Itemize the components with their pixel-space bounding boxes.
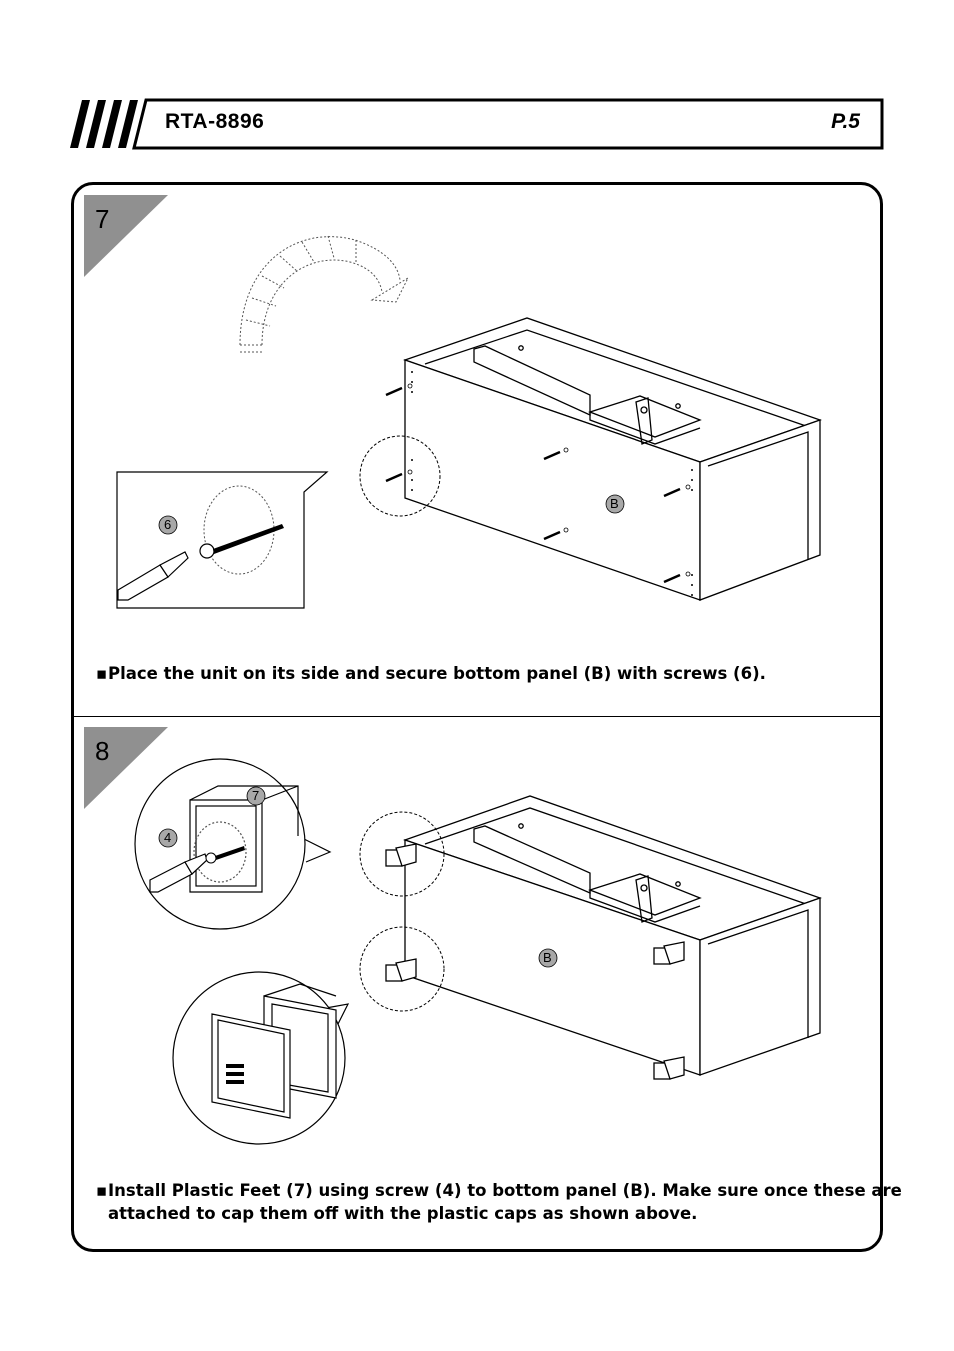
bullet-icon: ▪ [96, 1181, 108, 1200]
header-stripes-logo [70, 98, 884, 150]
step-8-badge [84, 727, 168, 809]
label-screw-6: 6 [164, 517, 172, 532]
model-number: RTA-8896 [165, 110, 265, 133]
step-8-instruction: ▪Install Plastic Feet (7) using screw (4… [96, 1181, 902, 1223]
step-7-instruction: ▪Place the unit on its side and secure b… [96, 664, 766, 683]
step-divider [71, 716, 883, 717]
bullet-icon: ▪ [96, 664, 108, 683]
step-8-number: 8 [95, 736, 110, 766]
instruction-frame [71, 182, 883, 1252]
label-foot-7: 7 [252, 788, 260, 803]
page-header: RTA-8896 P.5 [70, 98, 884, 150]
step-7-number: 7 [95, 204, 110, 234]
page-number: P.5 [831, 110, 860, 133]
label-panel-b-step7: B [610, 496, 619, 511]
step-7-badge [84, 195, 168, 277]
label-screw-4: 4 [164, 830, 172, 845]
label-panel-b-step8: B [543, 950, 552, 965]
